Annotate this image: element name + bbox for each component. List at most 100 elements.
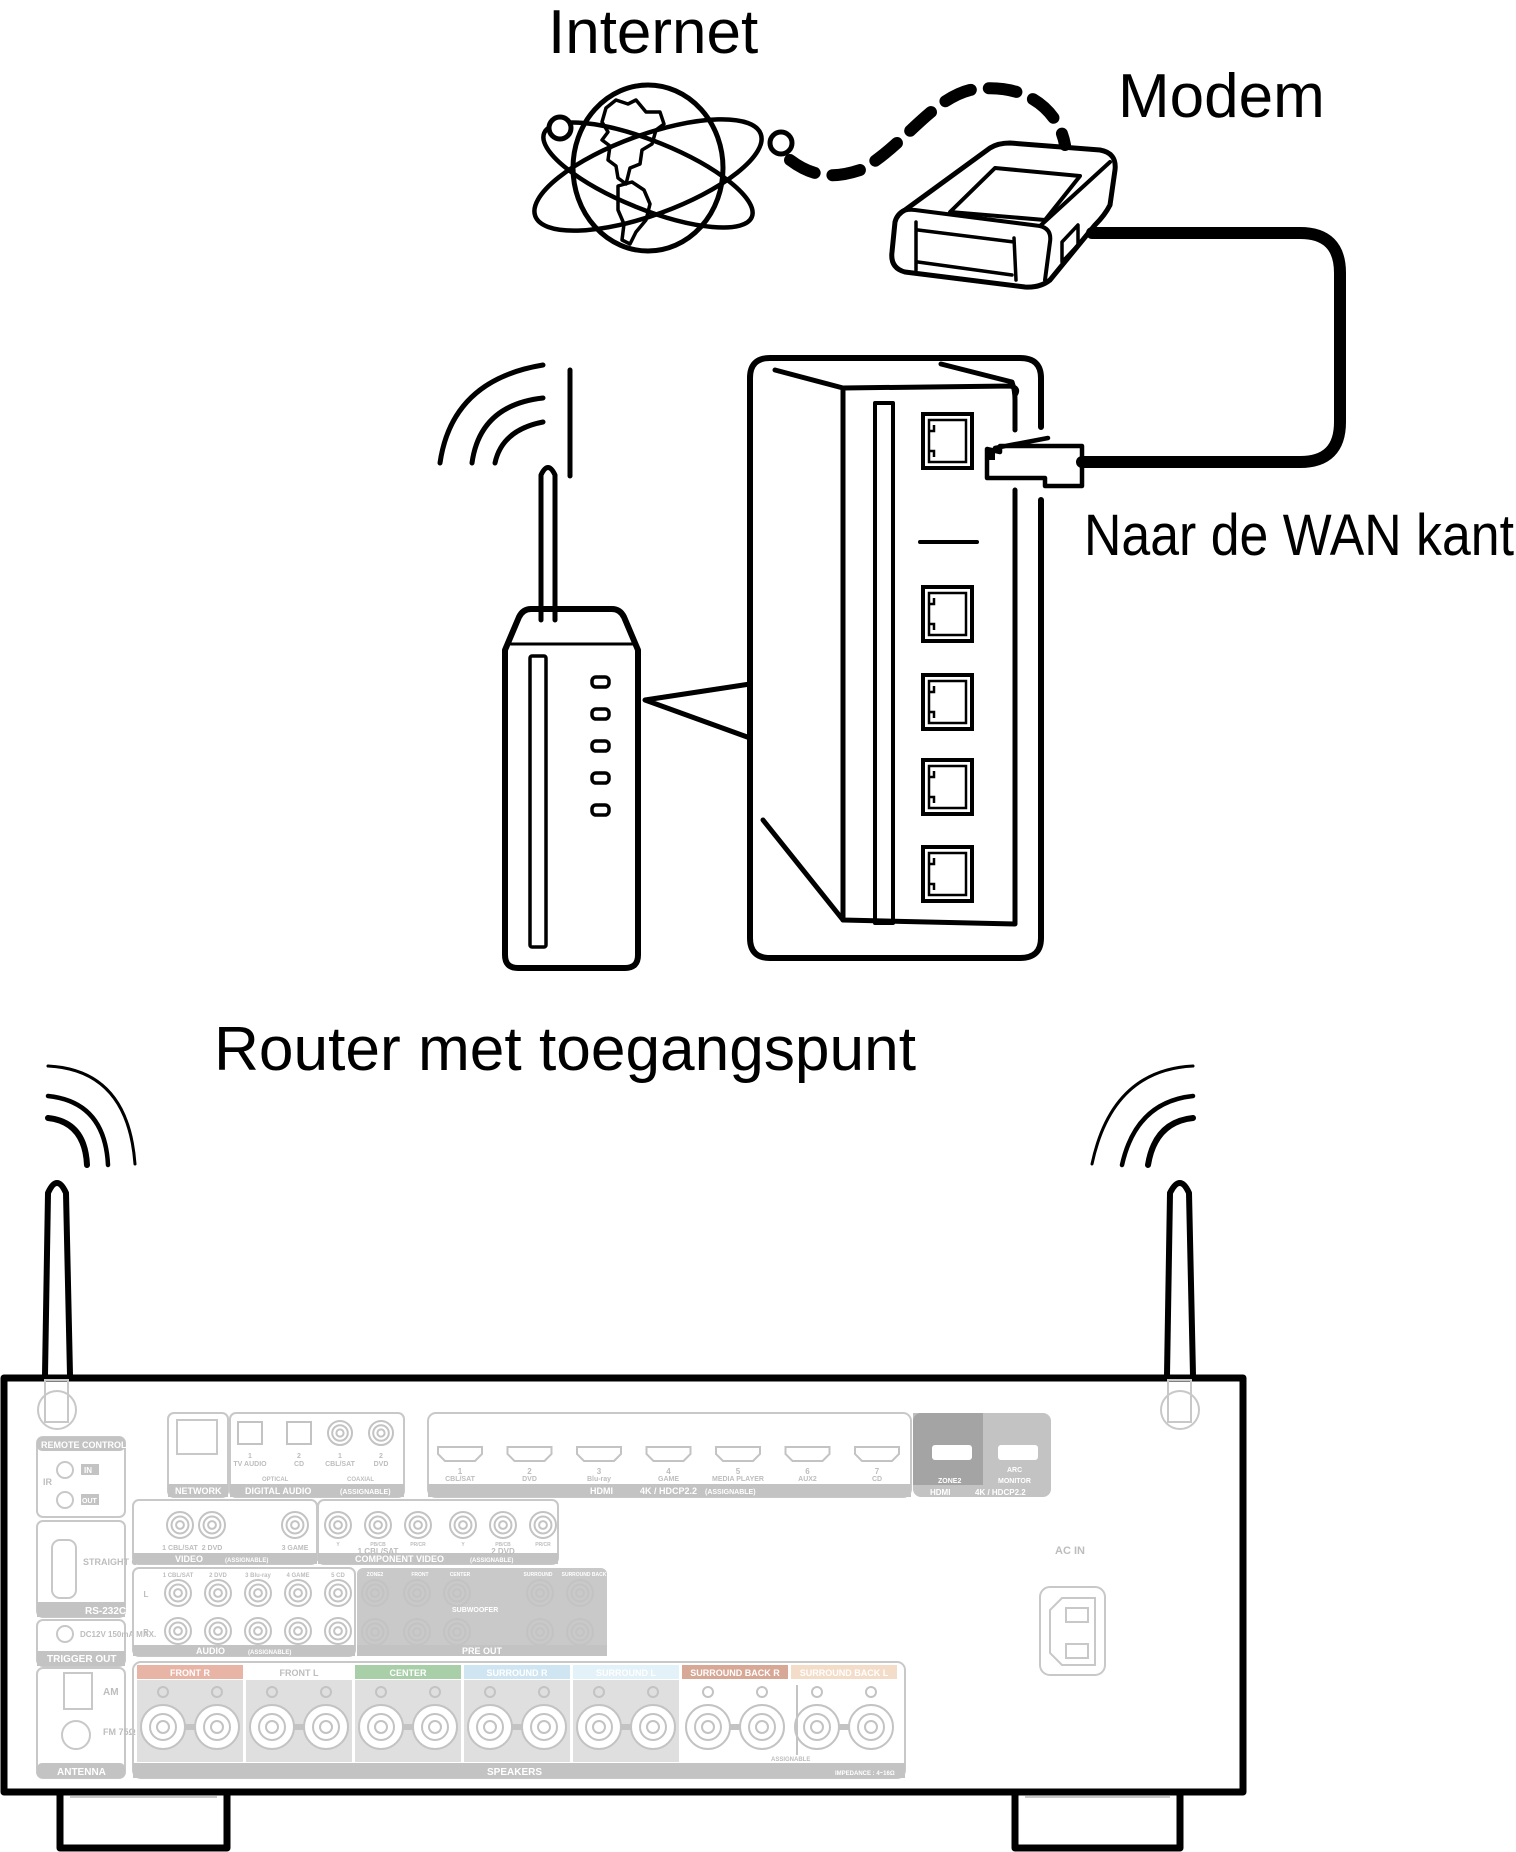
rca-jack — [281, 1511, 309, 1539]
lan-port — [921, 758, 974, 816]
speaker-channel-tag — [791, 1665, 897, 1679]
wan-port — [921, 412, 974, 470]
terminal-ring — [258, 1713, 286, 1741]
rca-jack — [166, 1511, 194, 1539]
speaker-terminal — [194, 1704, 240, 1750]
rca-center — [376, 1428, 386, 1438]
terminal-center — [428, 1720, 442, 1734]
rca-ring — [328, 1583, 348, 1603]
lan-port — [921, 673, 974, 731]
speaker-terminal — [358, 1704, 404, 1750]
rca-center — [175, 1520, 185, 1530]
terminal-center — [374, 1720, 388, 1734]
rca-ring — [407, 1583, 427, 1603]
hdmi-port — [854, 1446, 900, 1462]
digital-audio-title: DIGITAL AUDIO — [245, 1486, 311, 1496]
rca-jack — [361, 1618, 389, 1646]
status-led-icon — [590, 803, 611, 817]
audio-port-label: 2 DVD — [209, 1573, 227, 1579]
plus-terminal-icon — [484, 1686, 496, 1698]
speaker-channel-label: SURROUND R — [486, 1668, 548, 1678]
speaker-channel-tag — [573, 1665, 679, 1679]
rca-center — [575, 1588, 585, 1598]
rca-jack — [324, 1617, 352, 1645]
rca-ring — [248, 1621, 268, 1641]
rca-ring — [331, 1424, 349, 1442]
rca-ring — [285, 1515, 305, 1535]
terminal-ring — [585, 1713, 613, 1741]
minus-terminal-icon — [429, 1686, 441, 1698]
rca-ring — [530, 1622, 550, 1642]
terminal-ring — [748, 1713, 776, 1741]
rca-ring — [447, 1583, 467, 1603]
rca-center — [290, 1520, 300, 1530]
speaker-terminal — [467, 1704, 513, 1750]
coaxial-label: COAXIAL — [347, 1477, 374, 1483]
rca-jack — [368, 1420, 394, 1446]
fm-label: FM 75Ω — [103, 1727, 136, 1737]
port-inner — [927, 764, 968, 810]
digital-audio-assignable: (ASSIGNABLE) — [340, 1489, 391, 1496]
plus-terminal-icon — [702, 1686, 714, 1698]
rca-center — [333, 1520, 343, 1530]
rca-ring — [288, 1621, 308, 1641]
terminal-bridge — [839, 1724, 849, 1730]
terminal-center — [537, 1720, 551, 1734]
rca-jack — [526, 1618, 554, 1646]
speaker-terminal — [140, 1704, 186, 1750]
speaker-channel-tag — [682, 1665, 788, 1679]
rs232c-title: RS-232C — [85, 1606, 126, 1617]
speaker-terminal — [576, 1704, 622, 1750]
terminal-bridge — [512, 1724, 522, 1730]
port-number: 3 — [597, 1467, 602, 1476]
speaker-channel-label: SURROUND L — [596, 1668, 657, 1678]
rca-center — [333, 1626, 343, 1636]
port-number: 4 — [666, 1467, 671, 1476]
rca-center — [213, 1626, 223, 1636]
component-group-label: 2 DVD — [491, 1547, 515, 1556]
rca-center — [253, 1588, 263, 1598]
rca-jack — [204, 1579, 232, 1607]
pre-out-channel-label: SURROUND BACK — [562, 1572, 607, 1578]
ethernet-plug — [984, 435, 1085, 489]
hdmi-out-title: HDMI — [930, 1488, 950, 1497]
audio-port-label: 1 CBL/SAT — [163, 1573, 194, 1579]
rca-center — [413, 1520, 423, 1530]
terminal-ring — [476, 1713, 504, 1741]
zone2-label: ZONE2 — [938, 1478, 961, 1485]
rca-ring — [365, 1622, 385, 1642]
rca-center — [253, 1626, 263, 1636]
pre-out-channel-label: SURROUND — [524, 1572, 553, 1578]
terminal-center — [810, 1720, 824, 1734]
port-inner — [927, 591, 968, 637]
rca-center — [335, 1428, 345, 1438]
port-number: 1 — [248, 1453, 252, 1460]
rca-center — [452, 1588, 462, 1598]
lan-port — [921, 585, 974, 643]
ir-in-tag: IN — [84, 1466, 92, 1475]
network-title: NETWORK — [175, 1486, 222, 1496]
speaker-terminal — [521, 1704, 567, 1750]
terminal-center — [265, 1720, 279, 1734]
right-channel-tag: R — [143, 1628, 149, 1637]
hdmi-port — [437, 1446, 483, 1462]
port-notch — [929, 598, 936, 630]
status-led-icon — [590, 771, 611, 785]
component-port-label: PR/CR — [410, 1542, 426, 1548]
rca-center — [213, 1588, 223, 1598]
trigger-spec: DC12V 150mA MAX. — [80, 1630, 156, 1639]
optical-label: OPTICAL — [262, 1477, 289, 1483]
port-name: CBL/SAT — [325, 1461, 356, 1468]
speaker-terminal — [249, 1704, 295, 1750]
rca-ring — [447, 1622, 467, 1642]
pre-out-channel-label: ZONE2 — [367, 1572, 384, 1578]
port-notch — [929, 771, 936, 803]
audio-port-label: 4 GAME — [286, 1573, 309, 1579]
hdmi-port — [715, 1446, 761, 1462]
port-name: DVD — [522, 1476, 537, 1483]
speaker-terminal — [848, 1704, 894, 1750]
rca-ring — [372, 1424, 390, 1442]
status-led-icon — [590, 675, 611, 689]
wifi-waves-icon — [437, 362, 546, 466]
hdmi-port — [506, 1446, 553, 1462]
